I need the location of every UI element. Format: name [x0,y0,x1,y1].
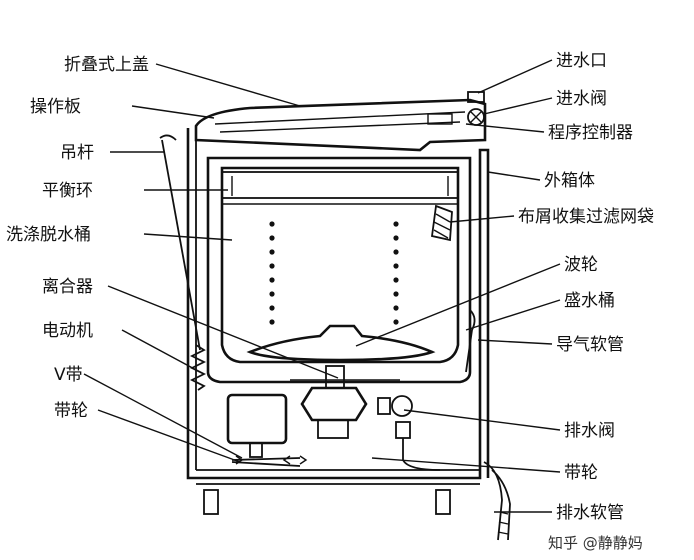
balance-ring [221,171,459,199]
wash-drum [220,166,460,364]
label-clutch: 离合器 [42,277,93,297]
v-belt [231,457,301,467]
label-balance-ring: 平衡环 [42,181,93,201]
suspension-spring [189,344,207,391]
label-air-hose: 导气软管 [556,335,624,355]
machine-drawing [159,91,511,541]
electric-motor [226,393,288,445]
drain-valve [391,395,413,417]
lid-detail-lines [214,111,466,133]
outer-tub [206,156,472,384]
label-drain-valve: 排水阀 [564,421,615,441]
label-lint-filter: 布屑收集过滤网袋 [518,207,654,227]
label-control-panel: 操作板 [30,97,81,117]
drain-pipe [402,438,441,471]
foot-left [203,489,219,515]
label-pulley-right: 带轮 [564,463,598,483]
label-suspension-rod: 吊杆 [60,143,94,163]
drain-hose [483,461,511,541]
water-inlet [467,91,485,103]
pulsator [246,324,436,362]
suspension-rod [161,139,201,351]
control-panel-window [427,113,453,125]
label-pulley-left: 带轮 [54,401,88,421]
label-program-controller: 程序控制器 [548,123,633,143]
clutch [300,386,368,422]
outer-cabinet [186,128,490,480]
label-outer-cabinet: 外箱体 [544,171,595,191]
leader-lines [83,59,561,513]
label-water-inlet: 进水口 [556,51,607,71]
label-outer-tub: 盛水桶 [564,291,615,311]
label-motor: 电动机 [42,321,93,341]
label-inlet-valve: 进水阀 [556,89,607,109]
label-wash-drum: 洗涤脱水桶 [6,225,91,245]
label-folding-lid: 折叠式上盖 [64,55,149,75]
label-pulsator: 波轮 [564,255,598,275]
label-v-belt: V带 [54,365,83,385]
air-hose [465,309,476,373]
label-drain-hose: 排水软管 [556,503,624,523]
watermark: 知乎 @静静妈 [548,534,643,552]
foot-right [435,489,451,515]
drum-perforations [269,221,399,325]
lint-filter-bag [430,204,453,242]
folding-lid [194,98,487,152]
